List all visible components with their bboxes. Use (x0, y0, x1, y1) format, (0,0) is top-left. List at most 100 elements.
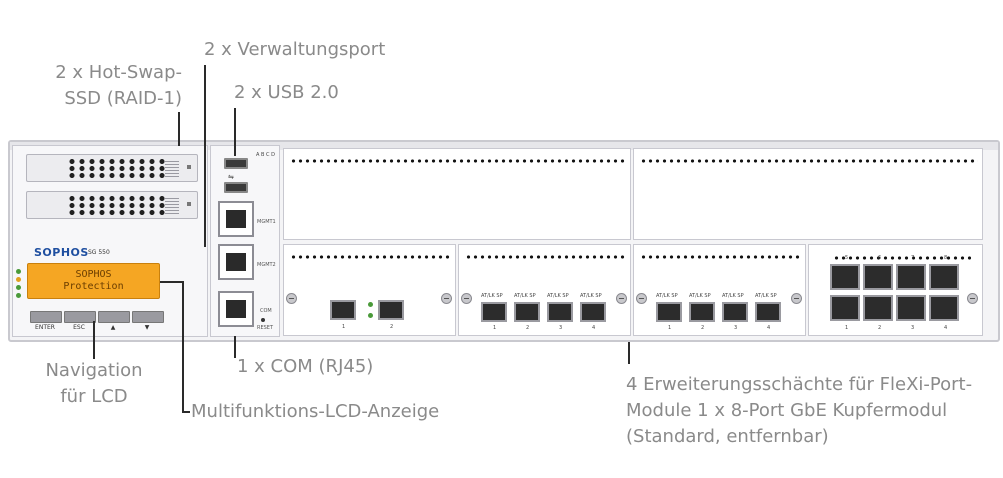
callout-lcd-display: Multifunktions-LCD-Anzeige (191, 401, 440, 422)
module-screw[interactable] (636, 293, 647, 304)
expansion-bay-top-left (283, 148, 631, 240)
vent-dots (640, 159, 978, 163)
copper-port-3[interactable] (547, 302, 573, 322)
copper-port-4[interactable] (580, 302, 606, 322)
ssd-drive-1[interactable] (26, 154, 198, 182)
status-led-2 (16, 277, 21, 282)
copper-port-label-4: 4 (767, 325, 771, 331)
callout-expansion-line2: Module 1 x 8-Port GbE Kupfermodul (626, 400, 948, 421)
flexi-module-1 (283, 244, 456, 336)
expansion-bay-top-right (633, 148, 983, 240)
copper-port-label-2: 2 (701, 325, 705, 331)
vent-dots (290, 255, 452, 259)
usb-port-1[interactable] (224, 158, 248, 169)
copper-port-1[interactable] (656, 302, 682, 322)
nav-label-up: ▲ (110, 324, 116, 331)
module-screw[interactable] (791, 293, 802, 304)
flexi-module-3 (633, 244, 806, 336)
gbe-port-3[interactable] (896, 295, 926, 321)
callout-hot-swap-ssd-line2: SSD (RAID-1) (64, 88, 182, 109)
com-label: COM (260, 308, 272, 314)
copper-led-label: AT/LK SP (722, 293, 744, 299)
leader-lcd-v (182, 281, 184, 413)
callout-navigation: Navigation für LCD (34, 358, 154, 410)
mgmt2-port[interactable] (218, 244, 254, 280)
ssd-drive-2[interactable] (26, 191, 198, 219)
nav-button-down[interactable] (132, 311, 164, 323)
leader-nav (93, 321, 95, 359)
module-screw[interactable] (286, 293, 297, 304)
sfp-link-led-1 (368, 302, 373, 307)
reset-button[interactable] (261, 318, 265, 322)
leader-usb (234, 108, 236, 156)
module-screw[interactable] (616, 293, 627, 304)
gbe-port-4[interactable] (929, 295, 959, 321)
mgmt1-port[interactable] (218, 201, 254, 237)
nav-label-down: ▼ (144, 324, 150, 331)
gbe-port-5[interactable] (830, 264, 860, 290)
gbe-top-label-5: 5 (845, 255, 849, 261)
callout-expansion-line1: 4 Erweiterungsschächte für FleXi-Port- (626, 374, 973, 395)
vent-dots (290, 159, 626, 163)
callout-usb: 2 x USB 2.0 (234, 82, 339, 103)
sfp-port-1[interactable] (330, 300, 356, 320)
callout-expansion: 4 Erweiterungsschächte für FleXi-Port- M… (626, 372, 972, 450)
copper-port-2[interactable] (689, 302, 715, 322)
abcd-label: A B C D (256, 152, 275, 158)
nav-button-esc[interactable] (64, 311, 96, 323)
sfp-label-1: 1 (342, 324, 346, 330)
module-screw[interactable] (461, 293, 472, 304)
copper-led-label: AT/LK SP (514, 293, 536, 299)
copper-port-2[interactable] (514, 302, 540, 322)
leader-com (234, 336, 236, 358)
sfp-label-2: 2 (390, 324, 394, 330)
gbe-port-8[interactable] (929, 264, 959, 290)
rj45-socket (226, 253, 246, 271)
vent-dots (640, 255, 802, 259)
sfp-port-2[interactable] (378, 300, 404, 320)
copper-led-label: AT/LK SP (547, 293, 569, 299)
copper-port-1[interactable] (481, 302, 507, 322)
nav-button-up[interactable] (98, 311, 130, 323)
usb-port-2[interactable] (224, 182, 248, 193)
gbe-bottom-label-1: 1 (845, 325, 849, 331)
com-port[interactable] (218, 291, 254, 327)
callout-navigation-line2: für LCD (60, 386, 128, 407)
lcd-line1: SOPHOS (75, 269, 112, 280)
copper-port-label-3: 3 (559, 325, 563, 331)
drive-vent-pattern (67, 195, 167, 215)
drive-vent-pattern (67, 158, 167, 178)
gbe-port-7[interactable] (896, 264, 926, 290)
copper-led-label: AT/LK SP (755, 293, 777, 299)
module-screw[interactable] (441, 293, 452, 304)
callout-navigation-line1: Navigation (45, 360, 143, 381)
gbe-port-1[interactable] (830, 295, 860, 321)
usb-icon: ⇋ (228, 173, 234, 181)
nav-button-enter[interactable] (30, 311, 62, 323)
mgmt1-label: MGMT1 (257, 219, 276, 225)
leader-expansion (628, 342, 630, 364)
rj45-socket (226, 300, 246, 318)
status-led-4 (16, 293, 21, 298)
copper-led-label: AT/LK SP (580, 293, 602, 299)
gbe-top-label-7: 7 (911, 255, 915, 261)
callout-com: 1 x COM (RJ45) (237, 356, 374, 377)
copper-led-label: AT/LK SP (689, 293, 711, 299)
leader-mgmt (204, 65, 206, 247)
flexi-module-2 (458, 244, 631, 336)
model-label: SG 550 (88, 249, 110, 256)
copper-led-label: AT/LK SP (656, 293, 678, 299)
callout-mgmt-port: 2 x Verwaltungsport (204, 39, 386, 60)
copper-port-label-2: 2 (526, 325, 530, 331)
drive-grill (165, 196, 179, 214)
gbe-bottom-label-2: 2 (878, 325, 882, 331)
nav-label-enter: ENTER (35, 324, 55, 331)
copper-port-3[interactable] (722, 302, 748, 322)
status-led-1 (16, 269, 21, 274)
gbe-port-2[interactable] (863, 295, 893, 321)
leader-lcd-h (160, 281, 184, 283)
gbe-port-6[interactable] (863, 264, 893, 290)
copper-port-4[interactable] (755, 302, 781, 322)
mgmt2-label: MGMT2 (257, 262, 276, 268)
module-screw[interactable] (967, 293, 978, 304)
